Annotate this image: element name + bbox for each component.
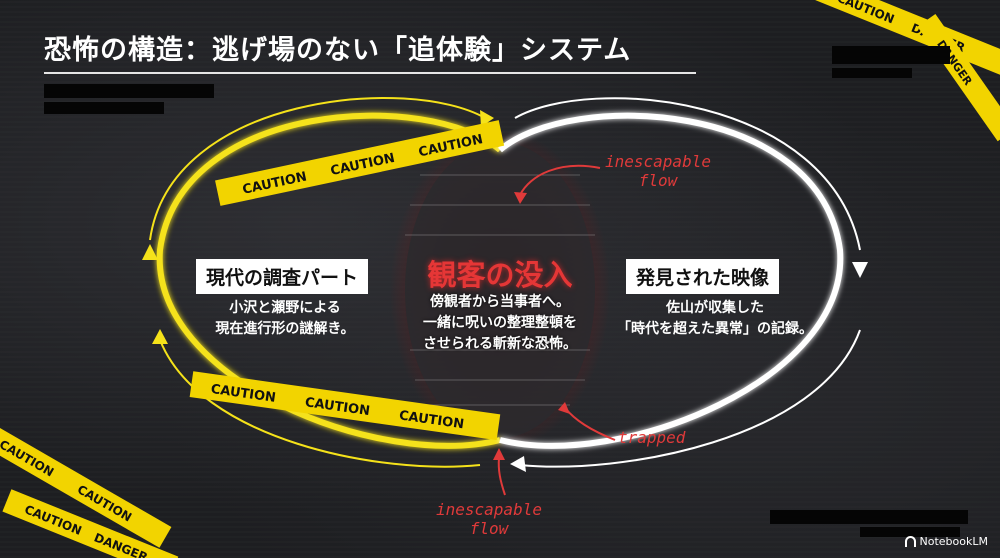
arrow-icon <box>510 456 526 472</box>
annotation-inescapable-flow-bottom: inescapable flow <box>436 500 542 538</box>
yellow-loop <box>156 112 502 449</box>
page-title: 恐怖の構造：逃げ場のない「追体験」システム <box>44 35 632 66</box>
caution-tape-lower: CAUTION CAUTION CAUTION <box>189 371 501 441</box>
red-arrow-top <box>519 164 601 196</box>
right-card-line: 佐山が収集した <box>666 300 764 316</box>
brand-label: NotebookLM <box>919 535 988 548</box>
arrow-icon <box>852 262 868 278</box>
left-card-title: 現代の調査パート <box>196 259 369 294</box>
right-card-description: 佐山が収集した 「時代を超えた異常」の記録。 <box>615 298 815 340</box>
redaction-bar <box>44 84 214 98</box>
redaction-bar <box>770 510 968 524</box>
notebooklm-brand: NotebookLM <box>904 535 988 548</box>
right-card-line: 「時代を超えた異常」の記録。 <box>617 321 813 337</box>
notebooklm-logo-icon <box>904 536 916 547</box>
annotation-line: inescapable <box>436 500 542 519</box>
annotation-inescapable-flow-top: inescapable flow <box>605 152 711 190</box>
red-arrow-bottom <box>497 457 506 496</box>
arrow-icon <box>480 110 494 127</box>
annotation-line: flow <box>469 519 509 538</box>
red-arrow-trapped <box>564 407 616 441</box>
left-card-line: 小沢と瀬野による <box>229 300 341 316</box>
arrow-icon <box>142 244 158 260</box>
center-description: 傍観者から当事者へ。 一緒に呪いの整理整頓を させられる斬新な恐怖。 <box>423 292 577 355</box>
redaction-bar <box>860 527 960 537</box>
title-underline <box>44 72 696 74</box>
redaction-bar <box>832 46 950 64</box>
center-line: させられる斬新な恐怖。 <box>423 336 577 352</box>
center-line: 傍観者から当事者へ。 <box>430 294 570 310</box>
arrow-icon <box>152 329 168 344</box>
center-line: 一緒に呪いの整理整頓を <box>423 315 577 331</box>
center-title: 観客の没入 <box>427 258 573 292</box>
left-card-description: 小沢と瀬野による 現在進行形の謎解き。 <box>205 298 365 340</box>
white-loop <box>498 112 844 449</box>
left-card-line: 現在進行形の謎解き。 <box>215 321 355 337</box>
redaction-bar <box>832 68 912 78</box>
annotation-line: flow <box>638 171 678 190</box>
annotation-line: inescapable <box>605 152 711 171</box>
caution-tape-upper: CAUTION CAUTION CAUTION <box>215 120 505 206</box>
right-card-title: 発見された映像 <box>626 259 780 294</box>
annotation-trapped: trapped <box>618 428 686 447</box>
redaction-bar <box>44 102 164 114</box>
glitch-lines <box>405 174 595 406</box>
